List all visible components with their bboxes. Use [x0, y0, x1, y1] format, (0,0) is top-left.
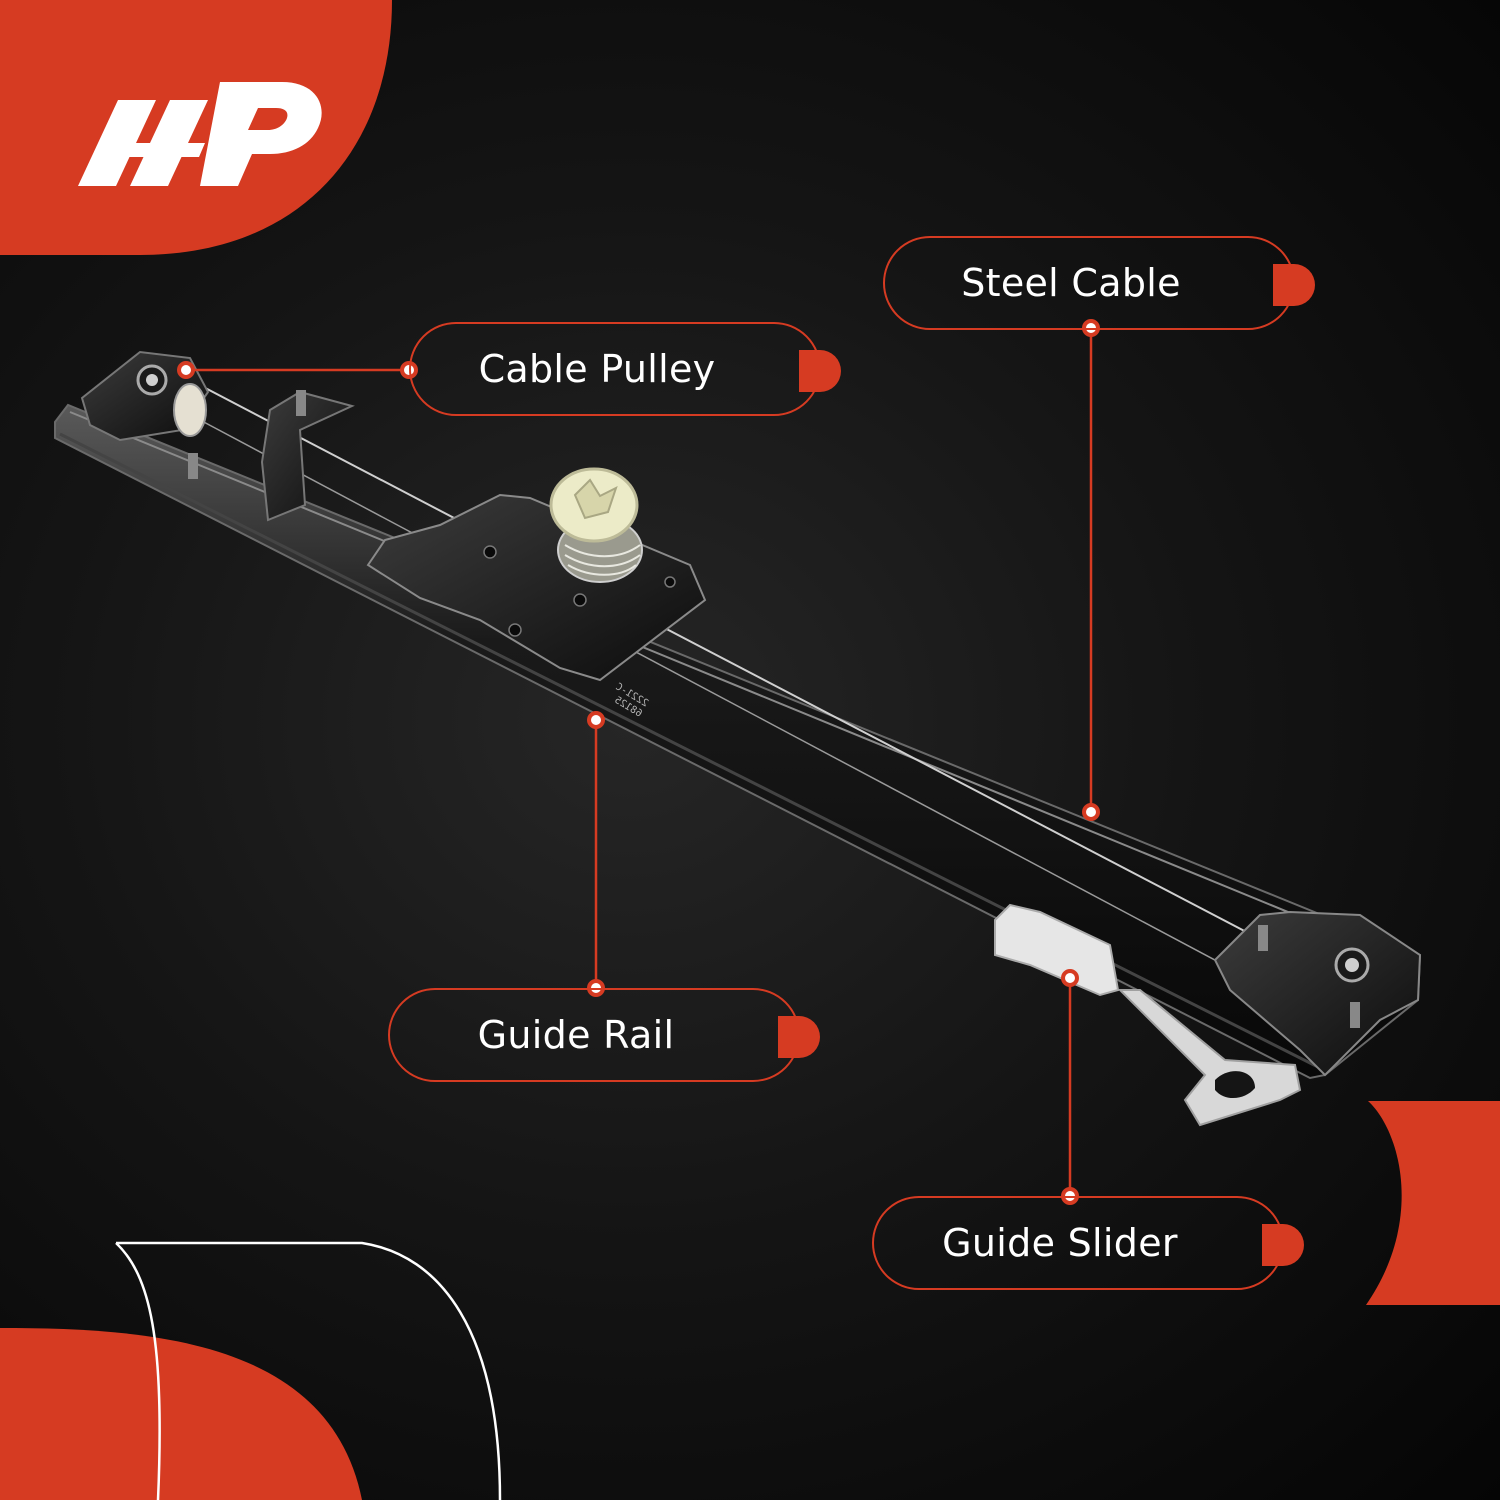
callout-cable-pulley: Cable Pulley [409, 322, 841, 416]
cable-pulley-wheel [173, 383, 207, 437]
callout-cap-icon [778, 1016, 820, 1058]
corner-accent-top-left [0, 0, 392, 255]
corner-outline-bottom-left [115, 1241, 502, 1500]
callout-label: Cable Pulley [478, 347, 716, 391]
mount-bracket [260, 390, 355, 522]
steel-cable-wire-lower [199, 419, 1291, 1001]
dot-guide-rail-start [587, 711, 605, 729]
callout-label: Guide Slider [942, 1221, 1178, 1265]
callout-label: Guide Rail [477, 1013, 675, 1057]
callout-steel-cable: Steel Cable [883, 236, 1315, 330]
brand-logo [78, 82, 322, 186]
bottom-bracket [1213, 910, 1422, 1077]
window-regulator [54, 350, 1422, 1127]
leader-lines [186, 328, 1093, 1196]
guide-rail-edge [59, 432, 1321, 1070]
steel-cable-wire [189, 379, 1301, 961]
callout-guide-rail: Guide Rail [388, 988, 820, 1082]
corner-accent-right [1366, 1101, 1500, 1305]
dot-cable-pulley-end [177, 361, 195, 379]
dot-guide-slider-start [1061, 969, 1079, 987]
guide-slider-arm [1117, 989, 1302, 1127]
guide-rail-body [54, 403, 1422, 1080]
dot-steel-cable-end [1082, 803, 1100, 821]
callout-cap-icon [799, 350, 841, 392]
callout-label: Steel Cable [961, 261, 1181, 305]
callout-cap-icon [1262, 1224, 1304, 1266]
callout-guide-slider: Guide Slider [872, 1196, 1304, 1290]
guide-slider-body [994, 903, 1120, 997]
callout-cap-icon [1273, 264, 1315, 306]
corner-accent-bottom-left [0, 1328, 362, 1500]
